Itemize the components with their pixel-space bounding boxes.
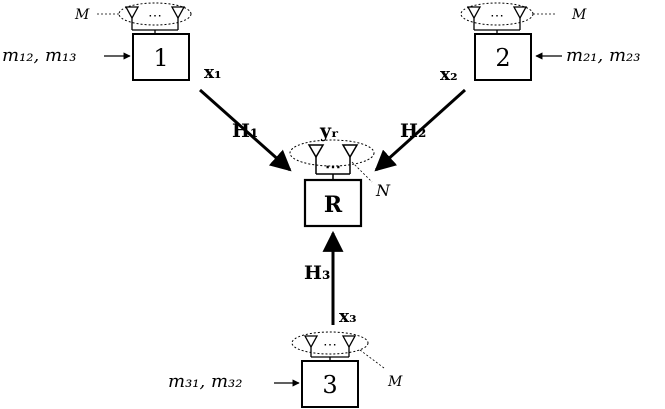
channel-1-label: H₁: [232, 120, 258, 142]
relay-antenna-left-icon: [307, 144, 325, 174]
node-1-box: [132, 33, 190, 81]
node-1-antenna-array-ellipse: [118, 2, 192, 26]
node-1-antenna-right-icon: [170, 6, 186, 30]
channel-2-arrow: [374, 88, 467, 172]
node-1-antenna-label: M: [74, 7, 90, 23]
node-3-antenna-left-icon: [303, 335, 319, 357]
node-1-antenna-dots: ⋯: [148, 8, 162, 24]
channel-2-label: H₂: [400, 120, 426, 142]
relay-antenna-label: N: [375, 181, 391, 200]
relay-antenna-right-icon: [341, 144, 359, 174]
channel-3-label: H₃: [304, 262, 330, 284]
node-2-messages: m₂₁, m₂₃: [566, 45, 640, 66]
node-3-label: 3: [322, 371, 337, 399]
node-3-antenna-label-leader: [359, 349, 385, 369]
node-3-antenna-label: M: [387, 374, 403, 390]
node-1-signal: x₁: [204, 63, 222, 83]
node-1: M ⋯ 1 m₁₂, m₁₃ x₁: [2, 2, 222, 83]
node-1-label: 1: [153, 44, 168, 72]
channel-1-arrow: [199, 88, 292, 172]
relay-antenna-dots: ⋯: [325, 157, 341, 176]
node-2-box: [474, 33, 532, 81]
node-2: M ⋯ 2 m₂₁, m₂₃ x₂: [440, 2, 640, 85]
relay-node: yᵣ N ⋯ R: [289, 120, 391, 228]
node-3-antenna-right-icon: [341, 335, 357, 357]
node-2-label: 2: [495, 44, 510, 72]
node-3-signal: x₃: [339, 307, 357, 327]
relay-received-signal: yᵣ: [319, 120, 339, 142]
node-2-antenna-label: M: [571, 7, 587, 23]
node-2-antenna-left-icon: [466, 6, 482, 30]
relay-label: R: [324, 192, 343, 218]
node-2-antenna-right-icon: [512, 6, 528, 30]
node-3-antenna-dots: ⋯: [323, 337, 337, 353]
node-3-box: [301, 360, 359, 408]
node-1-messages: m₁₂, m₁₃: [2, 45, 76, 66]
node-1-antenna-left-icon: [124, 6, 140, 30]
node-3-messages: m₃₁, m₃₂: [168, 371, 242, 392]
node-2-antenna-dots: ⋯: [490, 8, 504, 24]
relay-antenna-label-leader: [351, 161, 373, 183]
node-3-antenna-array-ellipse: [291, 331, 369, 355]
relay-antenna-array-ellipse: [289, 139, 375, 167]
node-3: x₃ M ⋯ 3 m₃₁, m₃₂: [168, 307, 403, 408]
node-2-signal: x₂: [440, 65, 458, 85]
relay-box: [303, 178, 363, 228]
